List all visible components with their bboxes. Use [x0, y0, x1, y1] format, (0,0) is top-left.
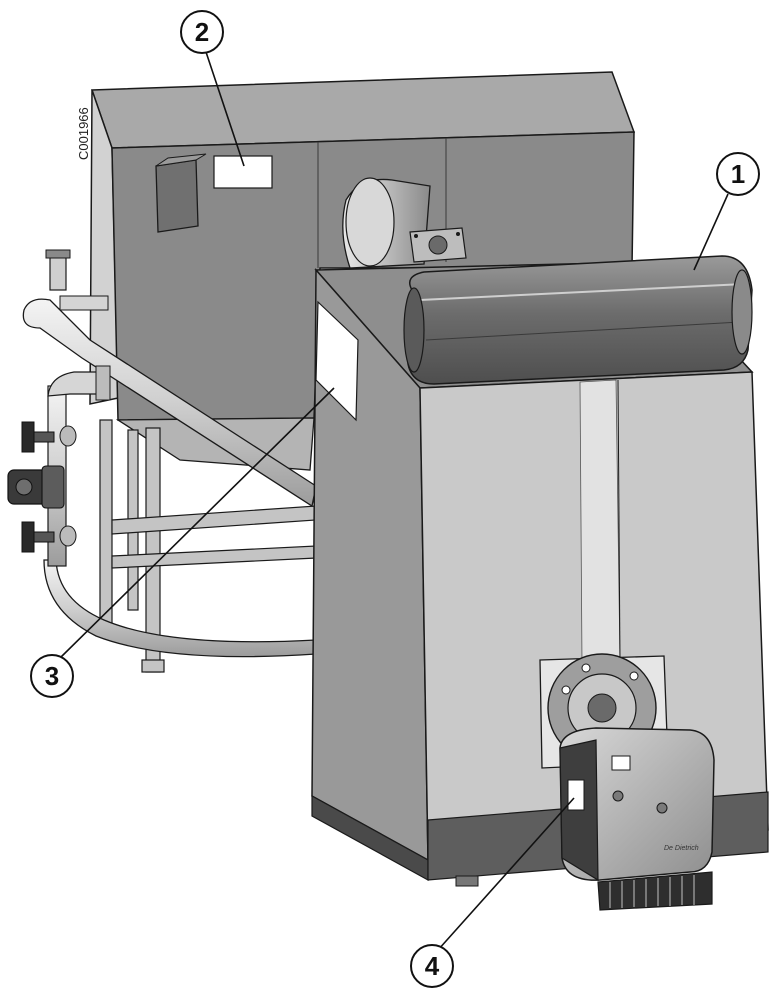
callout-4-label: 4	[425, 951, 440, 981]
figure-reference-code: C001966	[76, 107, 91, 160]
support-frame	[99, 419, 317, 673]
isolation-valve-lower	[21, 521, 77, 553]
pipework	[7, 249, 317, 658]
callout-3: 3	[30, 654, 74, 698]
isolation-valve-upper	[21, 421, 77, 453]
tank-control-box	[155, 159, 199, 233]
flue-connector	[342, 177, 467, 269]
callout-2-label: 2	[195, 17, 209, 47]
frame-rail	[111, 545, 317, 569]
front-center-strip	[579, 379, 621, 665]
tank-data-plate	[213, 155, 273, 189]
burner-data-plate	[567, 779, 585, 811]
burner-assembly: De Dietrich	[539, 653, 715, 911]
boiler-side-plate	[315, 300, 359, 422]
callout-1: 1	[716, 152, 760, 196]
leader-line-4	[437, 797, 575, 951]
air-vent-valve	[49, 253, 67, 291]
leader-line-2	[205, 51, 245, 167]
frame-rail	[111, 505, 317, 535]
frame-leg	[99, 419, 113, 631]
circulation-pump	[7, 465, 65, 509]
burner-fan-grille	[597, 871, 713, 911]
leader-line-1	[693, 193, 729, 271]
callout-1-label: 1	[731, 159, 745, 189]
callout-leaders	[59, 51, 729, 951]
callout-4: 4	[410, 944, 454, 988]
leader-line-3	[59, 387, 335, 659]
callout-2: 2	[180, 10, 224, 54]
control-panel-cover	[403, 255, 753, 385]
burner-brand-mark: De Dietrich	[664, 845, 699, 852]
return-pipe	[43, 559, 317, 658]
burner-reset-button	[612, 790, 624, 802]
burner-housing	[559, 727, 715, 881]
callout-3-label: 3	[45, 661, 59, 691]
